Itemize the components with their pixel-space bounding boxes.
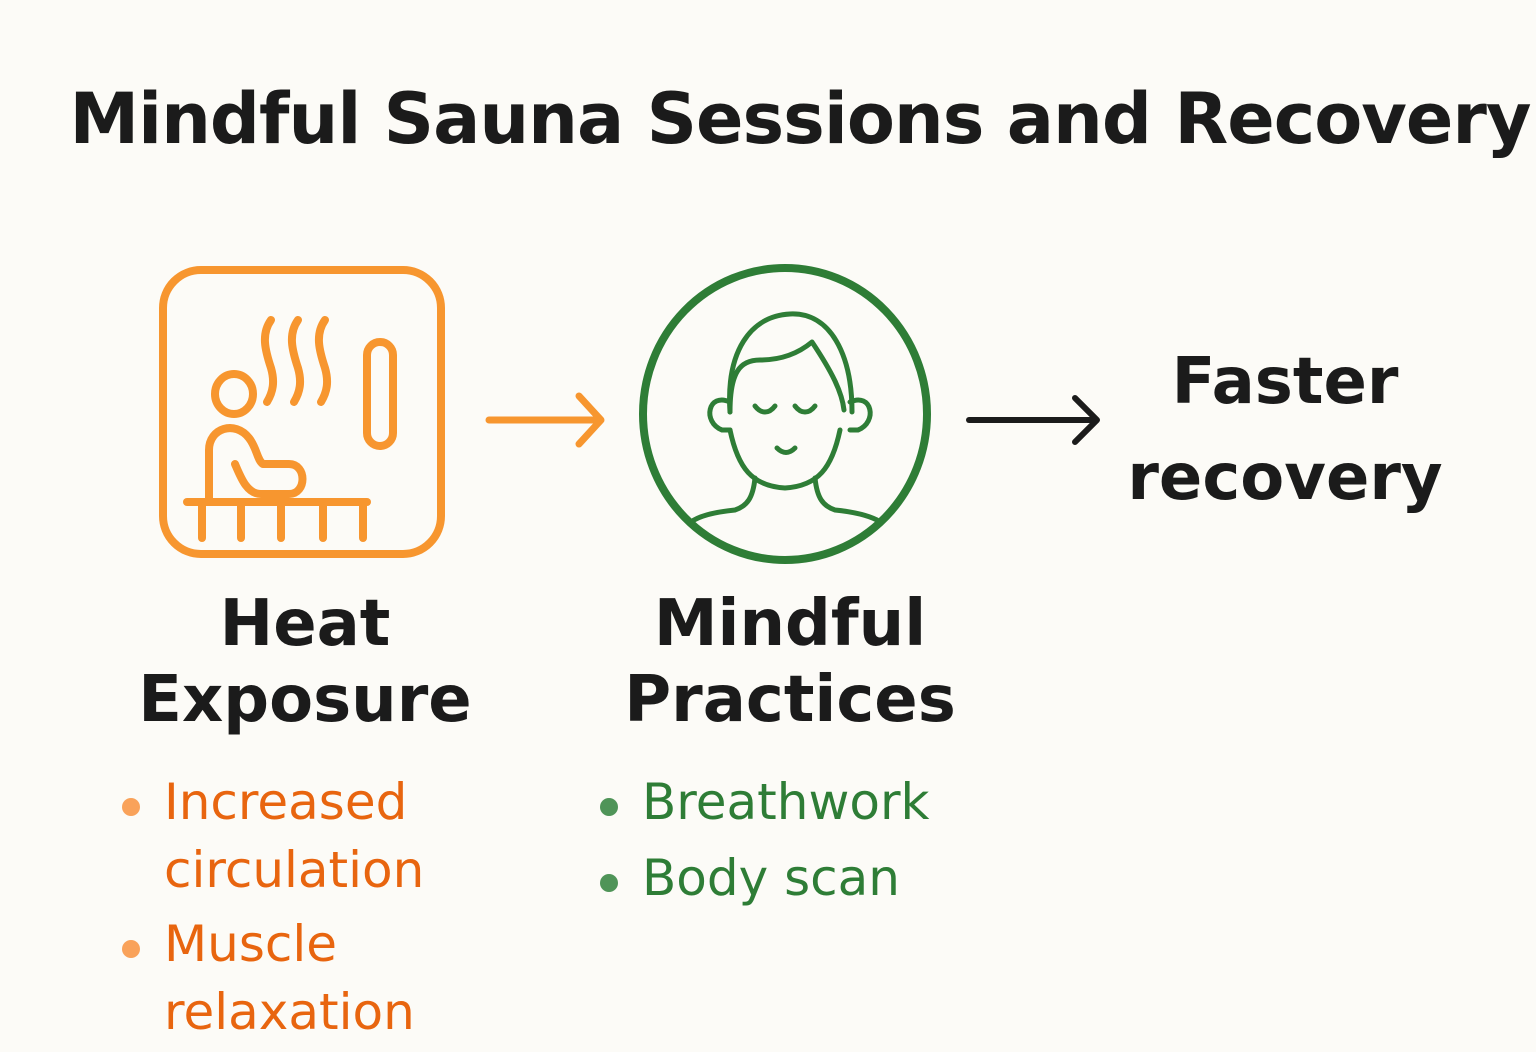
heading-line: Practices — [624, 663, 956, 737]
step-heading-mindful-practices: Mindful Practices — [590, 586, 990, 738]
sauna-icon — [159, 266, 445, 558]
bullet-text: Increased circulation — [164, 773, 425, 899]
arrow-right-icon — [966, 395, 1100, 445]
bullet-text: Muscle relaxation — [164, 915, 415, 1041]
meditating-face-icon — [639, 264, 931, 564]
bullet-text: Body scan — [642, 849, 900, 907]
heading-line: Mindful — [653, 587, 927, 661]
bullet-icon — [600, 874, 618, 892]
heat-exposure-benefits-list: Increased circulation Muscle relaxation — [122, 768, 602, 1052]
list-item: Muscle relaxation — [122, 910, 602, 1046]
bullet-icon — [122, 940, 140, 958]
arrow-right-icon — [485, 392, 605, 448]
bullet-text: Breathwork — [642, 773, 930, 831]
step-heading-faster-recovery: Faster recovery — [1080, 334, 1490, 526]
step-heading-heat-exposure: Heat Exposure — [100, 586, 510, 738]
heading-line: Exposure — [138, 663, 472, 737]
heading-line: Heat — [219, 587, 391, 661]
list-item: Body scan — [600, 844, 1020, 912]
heading-line: recovery — [1127, 441, 1443, 515]
heading-line: Faster — [1171, 345, 1399, 419]
list-item: Breathwork — [600, 768, 1020, 836]
mindful-practices-list: Breathwork Body scan — [600, 768, 1020, 920]
list-item: Increased circulation — [122, 768, 602, 904]
bullet-icon — [122, 798, 140, 816]
diagram-title: Mindful Sauna Sessions and Recovery — [69, 78, 1531, 160]
bullet-icon — [600, 798, 618, 816]
